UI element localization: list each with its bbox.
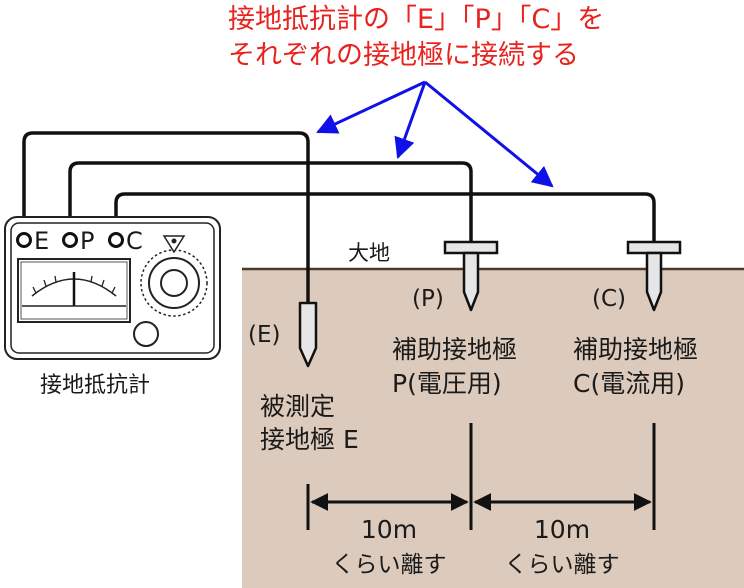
ground-area (242, 269, 744, 588)
wire-e (22, 131, 310, 305)
gauge-inner (20, 261, 128, 320)
ground-label: 大地 (348, 241, 390, 265)
distance-ep-note: くらい離す (332, 552, 447, 578)
distance-pc-value: 10m (534, 515, 590, 544)
electrode-c-name-line1: 補助接地極 (573, 335, 698, 364)
electrode-p-tag: (P) (412, 286, 444, 312)
electrode-c (626, 240, 682, 312)
electrode-e (298, 301, 318, 368)
wire-p (68, 161, 473, 245)
terminal-c (108, 232, 124, 248)
earth-resistance-meter: E P C (4, 216, 221, 360)
title-line-1: 接地抵抗計の「E」「P」「C」を (228, 4, 604, 35)
wires (22, 131, 656, 305)
electrode-c-name-line2: C(電流用) (573, 369, 685, 398)
arrow-to-c-wire (424, 80, 554, 188)
arrow-to-p-wire (394, 81, 427, 159)
terminal-p-label: P (80, 227, 94, 255)
meter-inner-frame (10, 222, 215, 354)
electrode-e-name-line2: 接地極 E (260, 425, 359, 454)
terminal-e-label: E (34, 227, 49, 255)
range-dial-pointer (162, 235, 186, 254)
range-dial-knob (160, 269, 188, 297)
electrode-e-name-line1: 被測定 (260, 392, 335, 421)
meter-label: 接地抵抗計 (40, 373, 150, 398)
electrode-p-name-line1: 補助接地極 (392, 335, 517, 364)
distance-pc-note: くらい離す (505, 552, 620, 578)
gauge-ticks (32, 275, 116, 294)
electrode-p (443, 240, 499, 312)
terminal-e (16, 232, 32, 248)
wire-c (114, 192, 656, 245)
electrode-e-tag: (E) (248, 322, 280, 348)
electrode-p-name-line2: P(電圧用) (392, 369, 502, 398)
test-button (133, 321, 159, 347)
distance-guides (306, 423, 656, 530)
arrow-to-e-wire (316, 80, 426, 134)
electrode-c-tag: (C) (592, 286, 626, 312)
terminal-p (62, 232, 78, 248)
connection-arrows (316, 80, 554, 188)
distance-ep-value: 10m (361, 515, 417, 544)
terminal-c-label: C (126, 227, 143, 255)
title-line-2: それぞれの接地極に接続する (228, 40, 579, 71)
